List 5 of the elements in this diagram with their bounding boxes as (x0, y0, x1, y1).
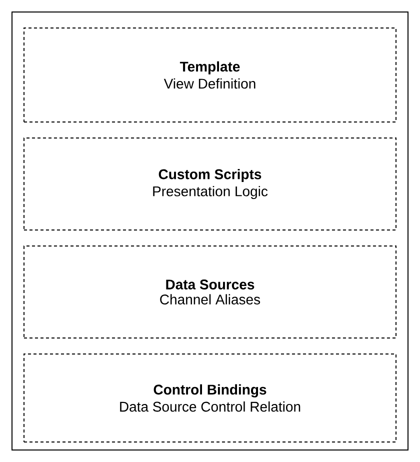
outer-box (12, 12, 408, 450)
section-box: Control Bindings Data Source Control Relation (24, 354, 396, 442)
section-box: Template View Definition (24, 28, 396, 122)
section-box: Data Sources Channel Aliases (24, 246, 396, 338)
section-box: Custom Scripts Presentation Logic (24, 138, 396, 230)
